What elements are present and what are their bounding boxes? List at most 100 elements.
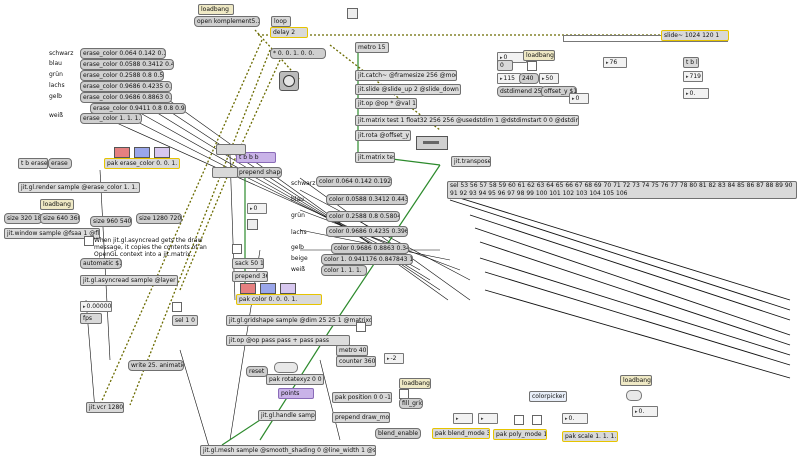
- erase-color-message-7[interactable]: erase_color 1. 1. 1.: [80, 113, 142, 124]
- color-swatch-red[interactable]: [114, 147, 130, 158]
- jit-gl-gridshape-object[interactable]: jit.gl.gridshape sample @dim 25 25 1 @ma…: [226, 315, 372, 326]
- jit-op-val-object[interactable]: jit.op @op * @val 15: [355, 98, 417, 109]
- poly-mode-toggle-a[interactable]: [514, 415, 524, 425]
- jit-matrix-test-object[interactable]: jit.matrix test 1 float32 256 256 @useds…: [355, 115, 579, 126]
- color-message-7[interactable]: color 1. 1. 1.: [321, 265, 367, 276]
- size-320-message[interactable]: size 320 180: [4, 213, 42, 224]
- pak-erase-color[interactable]: pak erase_color 0. 0. 1.: [104, 158, 180, 169]
- number-box-blend-b[interactable]: [478, 413, 498, 424]
- loadbang-object[interactable]: loadbang: [523, 50, 555, 61]
- number-box-blend-a[interactable]: [453, 413, 473, 424]
- color-message-1[interactable]: color 0.064 0.142 0.192: [316, 176, 392, 187]
- scale-slider[interactable]: [626, 390, 642, 401]
- color-message-5[interactable]: color 0.9686 0.8863 0.346: [331, 243, 409, 254]
- jit-op-pass-object[interactable]: jit.op @op pass pass + pass pass: [226, 335, 350, 346]
- camera-view-button[interactable]: [279, 71, 299, 91]
- erase-color-message-4[interactable]: erase_color 0.9686 0.4235 0.3962: [80, 81, 172, 92]
- sel-notes-object[interactable]: sel 53 56 57 58 59 60 61 62 63 64 65 66 …: [447, 181, 797, 199]
- loadbang-object[interactable]: loadbang: [620, 375, 652, 386]
- metro-toggle[interactable]: [356, 322, 366, 332]
- counter-object[interactable]: counter 360: [336, 356, 376, 367]
- jit-gl-asyncread-object[interactable]: jit.gl.asyncread sample @layer 400: [80, 275, 178, 286]
- points-message[interactable]: points: [278, 388, 314, 399]
- t-object[interactable]: [212, 167, 238, 178]
- jit-catch-object[interactable]: jit.catch~ @framesize 256 @mode 3: [355, 70, 457, 81]
- slide-object[interactable]: slide~ 1024 120 1: [661, 30, 729, 41]
- sack-object[interactable]: sack 50 1: [232, 258, 264, 269]
- number-box-76[interactable]: 76: [603, 57, 627, 68]
- record-toggle[interactable]: [172, 302, 182, 312]
- jit-matrix-test2-object[interactable]: jit.matrix test: [355, 152, 395, 163]
- jit-pwindow-preview[interactable]: [416, 136, 448, 150]
- loop-message[interactable]: loop: [271, 16, 291, 27]
- color-swatch-red[interactable]: [240, 283, 256, 294]
- number-box-scale-e[interactable]: 0.: [632, 406, 658, 417]
- reset-message[interactable]: reset: [246, 366, 268, 377]
- pak-scale-object[interactable]: pak scale 1. 1. 1.: [562, 431, 618, 442]
- color-swatch-blue[interactable]: [260, 283, 276, 294]
- rotate-slider[interactable]: [274, 362, 298, 373]
- jit-window-object[interactable]: jit.window sample @fsaa 1 @floating 1: [4, 228, 100, 239]
- erase-color-message-1[interactable]: erase_color 0.064 0.142 0.192: [80, 48, 166, 59]
- toggle[interactable]: [232, 244, 242, 254]
- trigger-b-l[interactable]: t b l: [683, 57, 699, 68]
- pak-position-object[interactable]: pak position 0 0 -1: [332, 392, 392, 403]
- dim-message[interactable]: * 0. 0. 1. 0. 0.: [270, 48, 326, 59]
- bang-button[interactable]: [247, 219, 258, 230]
- number-box-minus2[interactable]: -2: [384, 353, 404, 364]
- trigger-object[interactable]: [216, 144, 246, 155]
- pak-poly-mode-object[interactable]: pak poly_mode 1 1: [493, 429, 547, 440]
- trigger-bang-object[interactable]: t b b b: [236, 152, 276, 163]
- delay-object[interactable]: delay 2: [270, 27, 308, 38]
- number-box-115[interactable]: 115: [497, 73, 521, 84]
- pak-color-object[interactable]: pak color 0. 0. 0. 1.: [236, 294, 322, 305]
- number-i[interactable]: 0: [497, 60, 513, 71]
- write-message[interactable]: write 25. animation.mov: [128, 360, 184, 371]
- color-message-3[interactable]: color 0.2588 0.8 0.5804: [326, 211, 400, 222]
- number-box-scale-d[interactable]: 0.: [562, 413, 588, 424]
- pak-rotatexyz-object[interactable]: pak rotatexyz 0 0 0: [266, 374, 324, 385]
- automatic-message[interactable]: automatic $1: [80, 258, 122, 269]
- sel-1-0-object[interactable]: sel 1 0: [172, 315, 198, 326]
- automatic-toggle[interactable]: [84, 236, 94, 246]
- color-message-2[interactable]: color 0.0588 0.3412 0.4431: [326, 194, 408, 205]
- erase-color-message-5[interactable]: erase_color 0.9686 0.8863 0.3461: [80, 92, 172, 103]
- erase-color-message-3[interactable]: erase_color 0.2588 0.8 0.5804: [80, 70, 164, 81]
- poly-mode-toggle-b[interactable]: [532, 415, 542, 425]
- blend-enable-message[interactable]: blend_enable $1: [375, 428, 421, 439]
- metro-object[interactable]: metro 15: [355, 42, 389, 53]
- jit-transpose-object[interactable]: jit.transpose: [451, 156, 491, 167]
- loadbang-toggle[interactable]: [527, 61, 537, 71]
- size-960-message[interactable]: size 960 540: [90, 216, 132, 227]
- jit-vcr-object[interactable]: jit.vcr 1280 720: [86, 402, 124, 413]
- bang-button[interactable]: [347, 8, 358, 19]
- fps-number[interactable]: 0.00000: [80, 301, 112, 312]
- fill-grid-message[interactable]: fill_grid: [399, 398, 423, 409]
- jit-gl-render-object[interactable]: jit.gl.render sample @erase_color 1. 1. …: [18, 182, 140, 193]
- color-swatch-blue[interactable]: [134, 147, 150, 158]
- pak-blend-mode-object[interactable]: pak blend_mode 3 0: [432, 428, 490, 439]
- jit-rota-object[interactable]: jit.rota @offset_y 2: [355, 130, 411, 141]
- color-message-4[interactable]: color 0.9686 0.4235 0.3962: [326, 226, 408, 237]
- erase-color-message-2[interactable]: erase_color 0.0588 0.3412 0.4431: [80, 59, 174, 70]
- open-komplement-message[interactable]: open komplement5.1: [194, 16, 260, 27]
- erase-message[interactable]: erase: [48, 158, 72, 169]
- number-box-c[interactable]: 0: [247, 203, 267, 214]
- prepend-draw-mode-object[interactable]: prepend draw_mode: [332, 412, 390, 423]
- number-box-50[interactable]: 50: [539, 73, 559, 84]
- message-240[interactable]: 240: [519, 73, 539, 84]
- dstdimend-message[interactable]: dstdimend 255 $1: [497, 86, 545, 97]
- size-1280-message[interactable]: size 1280 720: [136, 213, 182, 224]
- loadbang-object[interactable]: loadbang: [198, 4, 234, 15]
- prepend-shape-object[interactable]: prepend shape: [236, 167, 282, 178]
- color-swatch-lilac[interactable]: [280, 283, 296, 294]
- jit-gl-handle-object[interactable]: jit.gl.handle sample: [258, 410, 316, 421]
- color-swatch-lilac[interactable]: [154, 147, 170, 158]
- number-box-float[interactable]: 0.: [683, 88, 709, 99]
- trigger-erase[interactable]: t b erase: [18, 158, 48, 169]
- jit-gl-mesh-object[interactable]: jit.gl.mesh sample @smooth_shading 0 @li…: [200, 445, 376, 456]
- metro-40-object[interactable]: metro 40: [336, 345, 368, 356]
- fps-object[interactable]: fps: [80, 313, 102, 324]
- prepend-object[interactable]: prepend 360: [232, 271, 268, 282]
